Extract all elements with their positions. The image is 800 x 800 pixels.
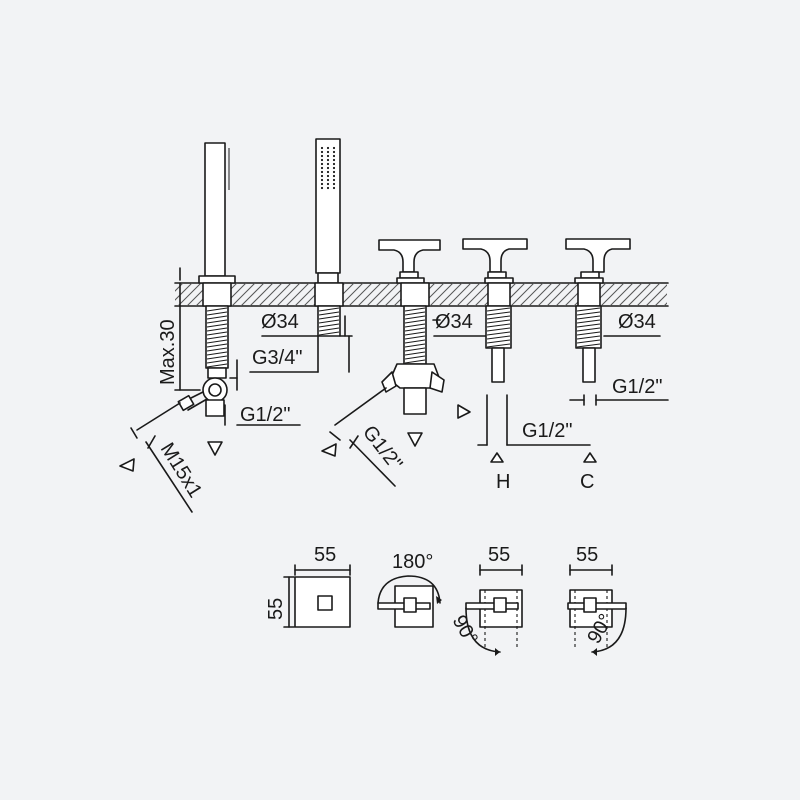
diameter-34-cold-label: Ø34 [618, 311, 656, 333]
diameter-34-diverter-label: Ø34 [435, 311, 473, 333]
g12-cold-label: G1/2" [612, 376, 662, 398]
cold-valve-plan-view [567, 564, 627, 656]
shower-holder-plan-view [283, 564, 351, 628]
countertop-section [174, 282, 669, 307]
g12-diverter-label: G1/2" [358, 422, 406, 475]
g12-shower-label: G1/2" [240, 404, 290, 426]
diverter-plan-view [377, 575, 442, 628]
hot-marker-label: H [496, 471, 510, 493]
g12-hot-label: G1/2" [522, 420, 572, 442]
cold-valve-side-view [565, 238, 669, 463]
max-30-label: Max.30 [157, 319, 179, 385]
hand-shower-side-view [119, 142, 301, 513]
shower-height-label: 55 [265, 598, 287, 620]
hot-width-label: 55 [488, 544, 510, 566]
g34-label: G3/4" [252, 347, 302, 369]
hot-valve-side-view [462, 238, 591, 463]
shower-width-label: 55 [314, 544, 336, 566]
spout-rotation-label: 180° [392, 551, 433, 573]
hand-shower-front-view [249, 138, 353, 373]
cold-width-label: 55 [576, 544, 598, 566]
diameter-34-shower-label: Ø34 [261, 311, 299, 333]
diverter-valve-side-view [321, 239, 488, 487]
hot-valve-plan-view [465, 564, 523, 656]
cold-marker-label: C [580, 471, 594, 493]
m15x1-label: M15x1 [156, 439, 206, 502]
